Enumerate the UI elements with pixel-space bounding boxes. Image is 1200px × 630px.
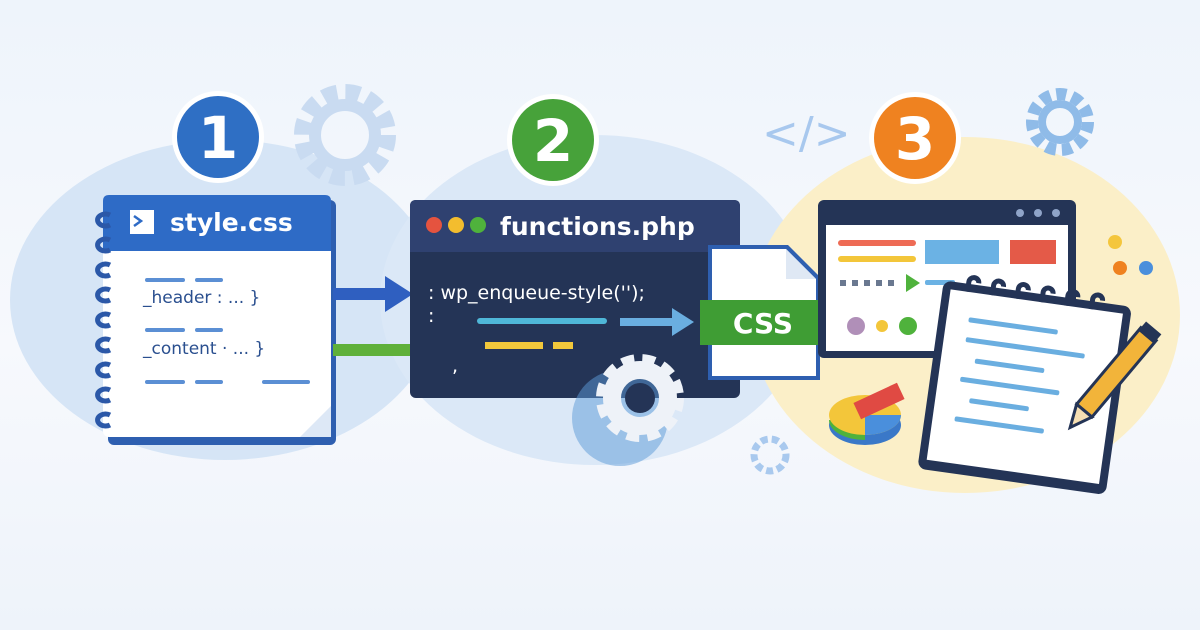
window-close-dot xyxy=(426,217,442,233)
step-1-badge: 1 xyxy=(172,91,264,183)
dot xyxy=(1113,261,1127,275)
code-line-enqueue: : wp_enqueue-style(''); xyxy=(428,282,645,304)
css-rule-content: _content · ... } xyxy=(142,339,265,359)
svg-text:2: 2 xyxy=(533,107,573,175)
dot xyxy=(1139,261,1153,275)
css-file-icon: CSS xyxy=(700,245,826,380)
functions-php-card: functions.php : wp_enqueue-style(''); : … xyxy=(410,200,740,398)
spiral-binding xyxy=(95,211,112,429)
css-rule-header: _header : ... } xyxy=(142,288,260,308)
dot xyxy=(1108,235,1122,249)
arrow-light-blue xyxy=(620,308,694,336)
chart-icon xyxy=(829,382,905,445)
gear-icon xyxy=(294,84,396,186)
pencil-icon xyxy=(1067,321,1162,431)
window-maximize-dot xyxy=(470,217,486,233)
gear-icon xyxy=(1026,88,1094,156)
functions-php-title: functions.php xyxy=(500,212,695,241)
code-line-3: , xyxy=(452,355,458,377)
style-css-title: style.css xyxy=(170,208,293,237)
style-css-card: style.css _header : ... } _content · ...… xyxy=(95,195,336,445)
window-minimize-dot xyxy=(448,217,464,233)
svg-text:1: 1 xyxy=(198,104,238,172)
gear-icon xyxy=(572,354,684,466)
svg-text:CSS: CSS xyxy=(733,307,793,340)
code-line-2: : xyxy=(428,305,434,327)
terminal-icon xyxy=(130,210,154,234)
notepad-icon xyxy=(918,275,1131,494)
step-2-badge: 2 xyxy=(507,94,599,186)
step-3-badge: 3 xyxy=(869,92,961,184)
svg-text:3: 3 xyxy=(895,105,935,173)
code-icon: </> xyxy=(762,108,851,159)
arrow-blue xyxy=(333,276,413,312)
gear-icon xyxy=(750,435,790,475)
